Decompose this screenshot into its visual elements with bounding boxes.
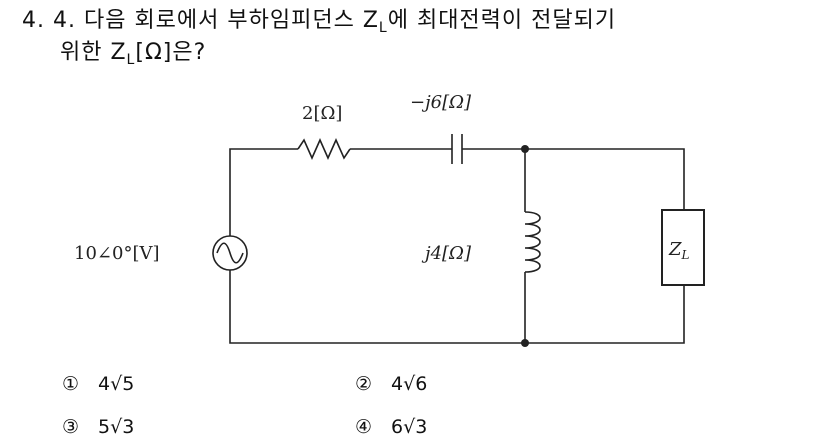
option-2[interactable]: ② 4√6 [355,373,427,395]
junction-bottom [521,339,529,347]
sine-wave-icon [216,242,244,264]
question-line-1-prefix: 4. 4. 다음 회로에서 부하임피던스 Z [22,8,379,33]
option-1-text: 4√5 [98,373,135,395]
source-label: 10∠0°[V] [74,243,159,264]
question-text: 4. 4. 다음 회로에서 부하임피던스 ZL에 최대전력이 전달되기 위한 Z… [22,6,616,70]
capacitor-label: −j6[Ω] [410,92,472,113]
inductor-symbol [524,211,541,273]
question-line-1-suffix: 에 최대전력이 전달되기 [387,8,617,33]
option-3[interactable]: ③ 5√3 [62,416,134,438]
load-label-subscript: L [681,248,690,262]
option-3-number: ③ [62,416,80,438]
option-4-text: 6√3 [391,416,428,438]
wire-top-left [229,148,298,236]
voltage-source-symbol [212,235,248,271]
question-line-1-subscript: L [378,20,388,36]
option-1-number: ① [62,373,80,395]
resistor-label: 2[Ω] [302,103,342,124]
wire-top-right [462,148,685,210]
resistor-symbol [297,138,351,160]
option-1[interactable]: ① 4√5 [62,373,134,395]
load-label: ZL [668,239,690,262]
question-line-2-suffix: [Ω]은? [135,40,207,65]
junction-top [521,145,529,153]
load-box [661,209,705,286]
capacitor-symbol [451,134,463,164]
option-3-text: 5√3 [98,416,135,438]
inductor-label: j4[Ω] [421,243,472,264]
load-label-main: Z [668,239,682,260]
wire-bottom [229,270,685,344]
option-4[interactable]: ④ 6√3 [355,416,427,438]
option-4-number: ④ [355,416,373,438]
question-line-1: 4. 4. 다음 회로에서 부하임피던스 ZL에 최대전력이 전달되기 [22,6,616,38]
option-2-number: ② [355,373,373,395]
question-line-2: 위한 ZL[Ω]은? [22,38,616,70]
question-line-2-subscript: L [126,52,136,68]
option-2-text: 4√6 [391,373,428,395]
question-line-2-prefix: 위한 Z [60,40,127,65]
